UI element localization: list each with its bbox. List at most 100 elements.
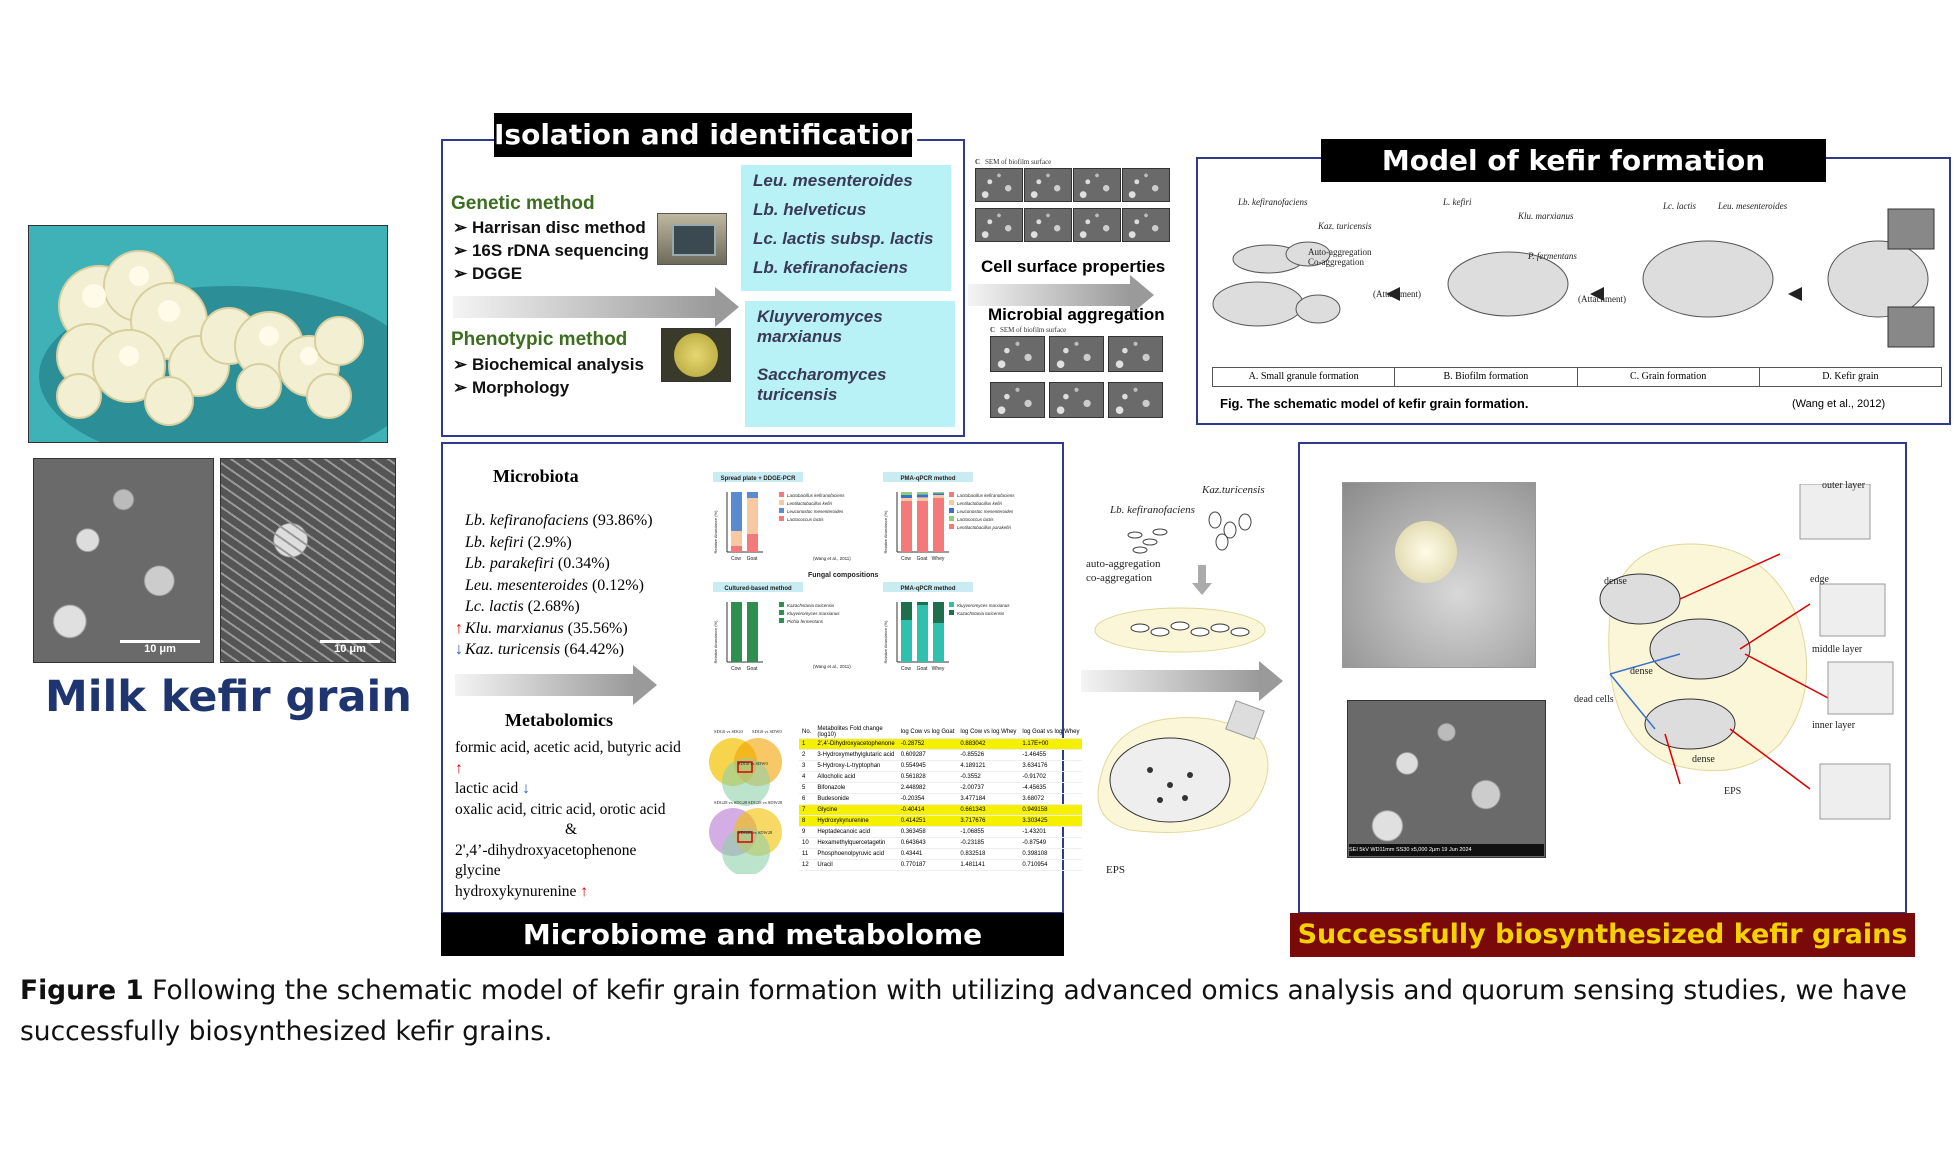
- chart-title-bg: [713, 472, 803, 482]
- chart-title: Spread plate + DDGE-PCR: [721, 476, 797, 482]
- table-cell: -0.20354: [897, 793, 958, 805]
- bacteria-name: Leu. mesenteroides: [753, 171, 913, 190]
- figure-label: Figure 1: [20, 975, 144, 1006]
- table-cell: 11: [799, 848, 815, 860]
- kefir-sem-left: [33, 458, 214, 663]
- petri-dish-photo: [661, 328, 731, 382]
- fungal-heading: Fungal compositions: [808, 572, 878, 579]
- biosynth-panel: SEI 5kV WD11mm SS30 x5,000 2μm 19 Jun 20…: [1298, 442, 1907, 914]
- isolation-arrow: [453, 287, 739, 327]
- bacteria-name: Lc. lactis subsp. lactis: [753, 229, 934, 248]
- chart-title-bg: [883, 472, 973, 482]
- chart-bar: [901, 501, 912, 552]
- attachment-label: (Attachment): [1578, 294, 1626, 304]
- chart-bar: [731, 546, 742, 552]
- table-cell: 0.561828: [897, 771, 958, 783]
- legend-swatch: [779, 618, 784, 623]
- legend-label: Lactobacillus kefiranofaciens: [957, 493, 1015, 498]
- table-cell: -1.43201: [1019, 826, 1083, 838]
- chart-y-label: Relative Abundance (%): [883, 510, 888, 554]
- legend-swatch: [949, 524, 954, 529]
- metabolite-list: formic acid, acetic acid, butyric acid ↑…: [455, 738, 687, 902]
- microbiome-panel: Microbiota Lb. kefiranofaciens (93.86%) …: [441, 442, 1083, 914]
- biosynth-label: dead cells: [1574, 694, 1614, 705]
- model-label: L. kefiri: [1443, 197, 1472, 207]
- biosynth-label: outer layer: [1822, 480, 1866, 491]
- electrophoresis-photo: [657, 213, 727, 265]
- model-label: Auto-aggregation: [1308, 247, 1372, 257]
- genetic-item: 16S rDNA sequencing: [453, 241, 649, 264]
- phenotypic-method-list: Biochemical analysis Morphology: [453, 355, 644, 401]
- kefir-sem-right: [220, 458, 396, 663]
- chart-y-label: Relative Abundance (%): [713, 510, 718, 554]
- table-cell: 2',4'-Dihydroxyacetophenone: [814, 738, 898, 750]
- sem-tile: [1049, 382, 1104, 418]
- legend-label: Lactococcus lactis: [957, 517, 994, 522]
- metabolite-table-header: No. Metabolites Fold change (log10) log …: [799, 726, 1083, 739]
- model-label: Lb. kefiranofaciens: [1238, 197, 1308, 207]
- biosynth-label: dense: [1692, 754, 1715, 765]
- table-cell: -0.85526: [957, 749, 1020, 761]
- table-cell: 0.643643: [897, 837, 958, 849]
- sem-grid-top: C SEM of biofilm surface: [975, 158, 1172, 258]
- cell-surface-arrow: [968, 275, 1154, 315]
- table-cell: 0.883042: [957, 738, 1020, 750]
- chart-x-tick: Cow: [901, 666, 911, 672]
- table-header-cell: log Cow vs log Whey: [957, 726, 1020, 739]
- metabolite-row: oxalic acid, citric acid, orotic acid: [455, 800, 666, 818]
- microbiota-heading: Microbiota: [493, 466, 579, 486]
- table-cell: Hexamethylquercetagetin: [814, 837, 898, 849]
- venn-label: SDG0 vs SDG0: [714, 729, 743, 734]
- biosynth-sem: [1347, 700, 1546, 858]
- chart-x-tick: Goat: [917, 556, 928, 562]
- bacteria-name: Lb. helveticus: [753, 200, 867, 219]
- table-cell: Budesonide: [814, 793, 898, 805]
- aggregation-co: co-aggregation: [1086, 572, 1152, 584]
- scale-label-right: 10 μm: [334, 643, 366, 655]
- genetic-item: Harrisan disc method: [453, 218, 649, 241]
- chart-bar: [731, 531, 742, 546]
- phenotypic-item: Morphology: [453, 378, 644, 401]
- model-stage: A. Small granule formation: [1213, 368, 1396, 386]
- model-caption: Fig. The schematic model of kefir grain …: [1220, 396, 1529, 411]
- metabolite-row: hydroxykynurenine ↑: [455, 882, 589, 900]
- biosynth-structure-diagram: [1599, 484, 1894, 820]
- chart-bar: [917, 494, 928, 498]
- sem-tile: [1024, 208, 1072, 242]
- sem-tile: [1122, 208, 1170, 242]
- cell-surface-label: Cell surface properties: [981, 257, 1166, 276]
- table-cell: 0.710954: [1019, 859, 1083, 871]
- table-cell: 2.448982: [897, 782, 958, 794]
- model-stage-row: A. Small granule formation B. Biofilm fo…: [1212, 367, 1942, 387]
- sem-tile: [975, 208, 1023, 242]
- biosynth-label: EPS: [1724, 786, 1742, 797]
- chart-x-tick: Goat: [917, 666, 928, 672]
- chart-bar: [901, 602, 912, 620]
- eps-label: EPS: [1106, 864, 1125, 876]
- model-label: Kaz. turicensis: [1318, 221, 1372, 231]
- table-cell: 0.609287: [897, 749, 958, 761]
- sem-tile: [1108, 336, 1163, 372]
- chart-bar: [747, 602, 758, 662]
- legend-label: Lactococcus lactis: [787, 517, 824, 522]
- table-cell: -0.91702: [1019, 771, 1083, 783]
- chart-title-bg: [883, 582, 973, 592]
- table-cell: -2.00737: [957, 782, 1020, 794]
- table-cell: 3-Hydroxymethylglutaric acid: [814, 749, 898, 761]
- table-cell: 5-Hydroxy-L-tryptophan: [814, 760, 898, 772]
- sem-tile: [1073, 208, 1121, 242]
- table-header-cell: No.: [799, 726, 815, 739]
- chart-x-tick: Goat: [747, 666, 758, 672]
- sem-tile: [990, 336, 1045, 372]
- microbiota-list: Lb. kefiranofaciens (93.86%) Lb. kefiri …: [455, 510, 653, 661]
- table-cell: 0.414251: [897, 815, 958, 827]
- yeast-name: Saccharomyces turicensis: [757, 365, 887, 404]
- chart-bar: [747, 534, 758, 552]
- chart-bar: [901, 492, 912, 495]
